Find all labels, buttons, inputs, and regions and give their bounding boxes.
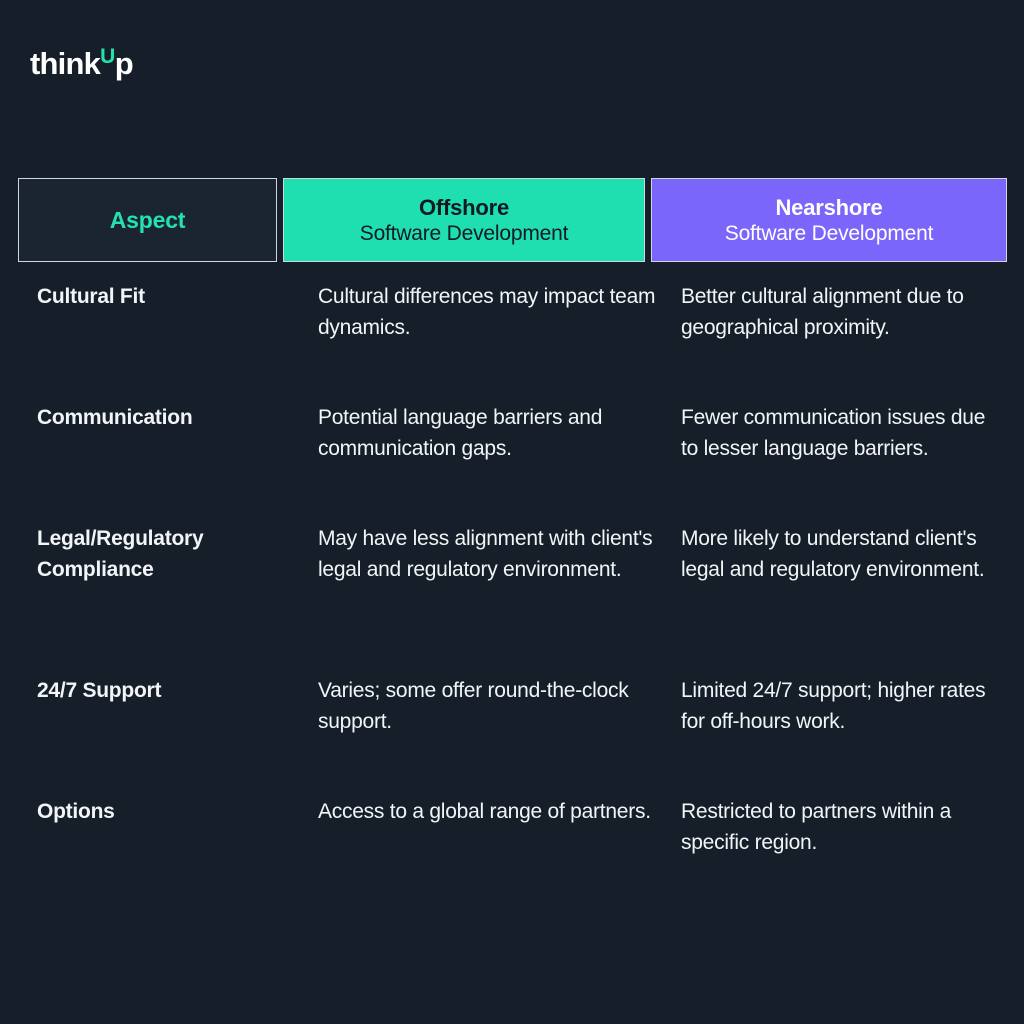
header-cell-aspect: Aspect	[18, 178, 277, 262]
table-row: Legal/Regulatory Compliance May have less…	[18, 524, 1007, 676]
header-subtitle-offshore: Software Development	[359, 221, 569, 245]
cell-aspect: Legal/Regulatory Compliance	[37, 527, 204, 581]
cell-nearshore: Limited 24/7 support; higher rates for o…	[681, 679, 986, 733]
cell-aspect: Options	[37, 800, 115, 823]
table-row: Options Access to a global range of partn…	[18, 797, 1007, 918]
table-row: 24/7 Support Varies; some offer round-the…	[18, 676, 1007, 797]
cell-aspect: 24/7 Support	[37, 679, 162, 702]
comparison-table: Aspect Offshore Software Development Nea…	[18, 178, 1007, 918]
logo-text-p: p	[114, 46, 134, 81]
header-title-nearshore: Nearshore	[775, 194, 883, 220]
cell-aspect: Communication	[37, 406, 193, 429]
cell-offshore: Access to a global range of partners.	[318, 800, 651, 823]
cell-nearshore: Better cultural alignment due to geograp…	[681, 285, 964, 339]
header-subtitle-nearshore: Software Development	[724, 221, 934, 245]
table-row: Communication Potential language barriers…	[18, 403, 1007, 524]
table-body: Cultural Fit Cultural differences may imp…	[18, 282, 1007, 918]
header-cell-nearshore: Nearshore Software Development	[651, 178, 1007, 262]
cell-offshore: May have less alignment with client's le…	[318, 527, 653, 581]
table-row: Cultural Fit Cultural differences may imp…	[18, 282, 1007, 403]
header-title-aspect: Aspect	[109, 206, 186, 233]
header-title-offshore: Offshore	[418, 194, 510, 220]
cell-aspect: Cultural Fit	[37, 285, 145, 308]
logo-text-think: think	[30, 46, 101, 81]
header-cell-offshore: Offshore Software Development	[283, 178, 645, 262]
cell-nearshore: More likely to understand client's legal…	[681, 527, 985, 581]
cell-nearshore: Fewer communication issues due to lesser…	[681, 406, 986, 460]
table-header-row: Aspect Offshore Software Development Nea…	[18, 178, 1007, 262]
cell-nearshore: Restricted to partners within a specific…	[681, 800, 952, 854]
cell-offshore: Potential language barriers and communic…	[318, 406, 603, 460]
logo-text-u-accent: U	[100, 45, 115, 68]
cell-offshore: Cultural differences may impact team dyn…	[318, 285, 656, 339]
cell-offshore: Varies; some offer round-the-clock suppo…	[318, 679, 629, 733]
